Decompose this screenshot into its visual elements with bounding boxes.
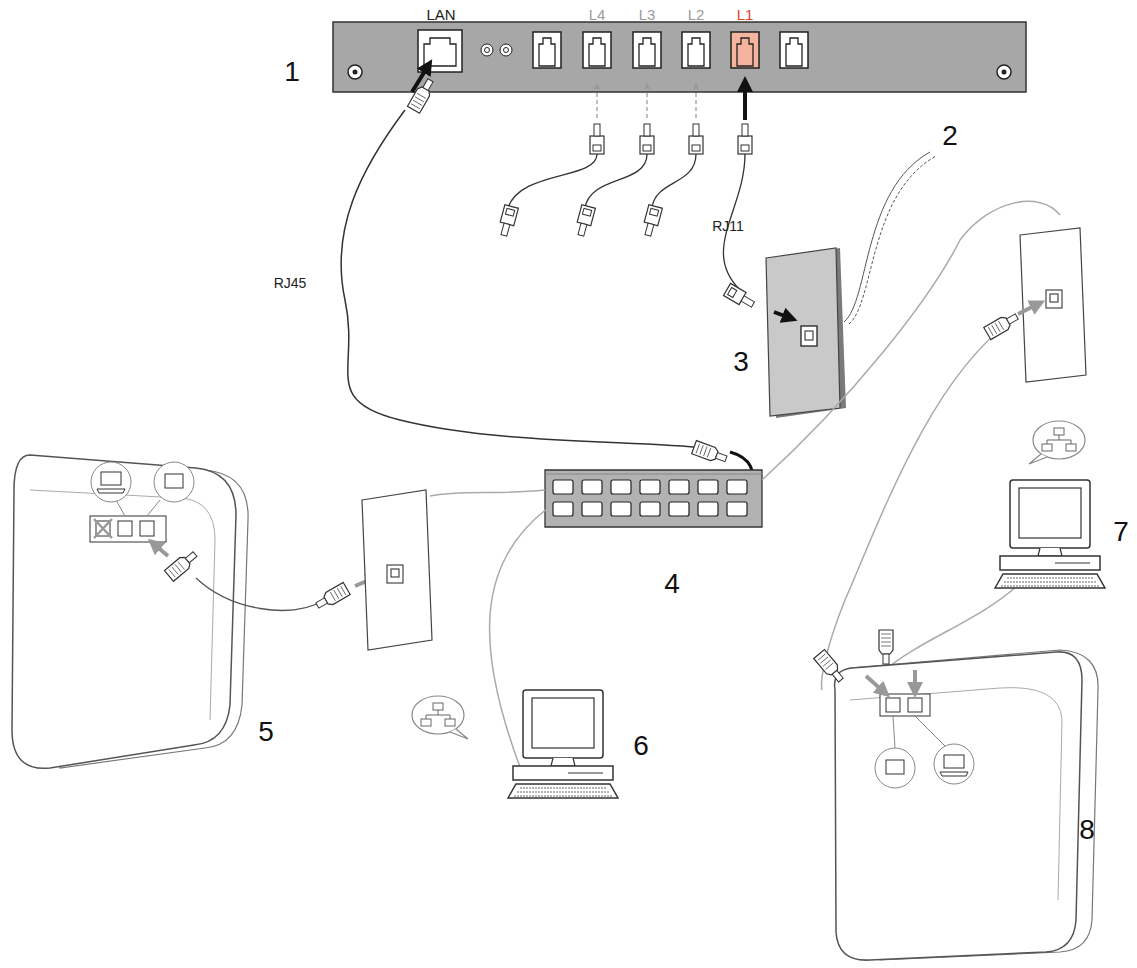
port-label: L2 xyxy=(688,7,705,22)
callout-number: 8 xyxy=(1079,816,1095,844)
callout-number: 3 xyxy=(733,348,749,376)
callout-number: 5 xyxy=(258,718,274,746)
callout-number: 7 xyxy=(1113,518,1129,546)
cable-label: RJ11 xyxy=(712,219,744,233)
port-label: L4 xyxy=(589,7,606,22)
cable-label: RJ45 xyxy=(274,276,307,290)
port-label: LAN xyxy=(426,7,455,22)
callout-number: 6 xyxy=(633,732,649,760)
callout-number: 1 xyxy=(284,58,300,86)
port-label: L1 xyxy=(737,7,754,22)
callout-number: 2 xyxy=(942,122,958,150)
port-label: L3 xyxy=(639,7,656,22)
callout-number: 4 xyxy=(664,570,680,598)
